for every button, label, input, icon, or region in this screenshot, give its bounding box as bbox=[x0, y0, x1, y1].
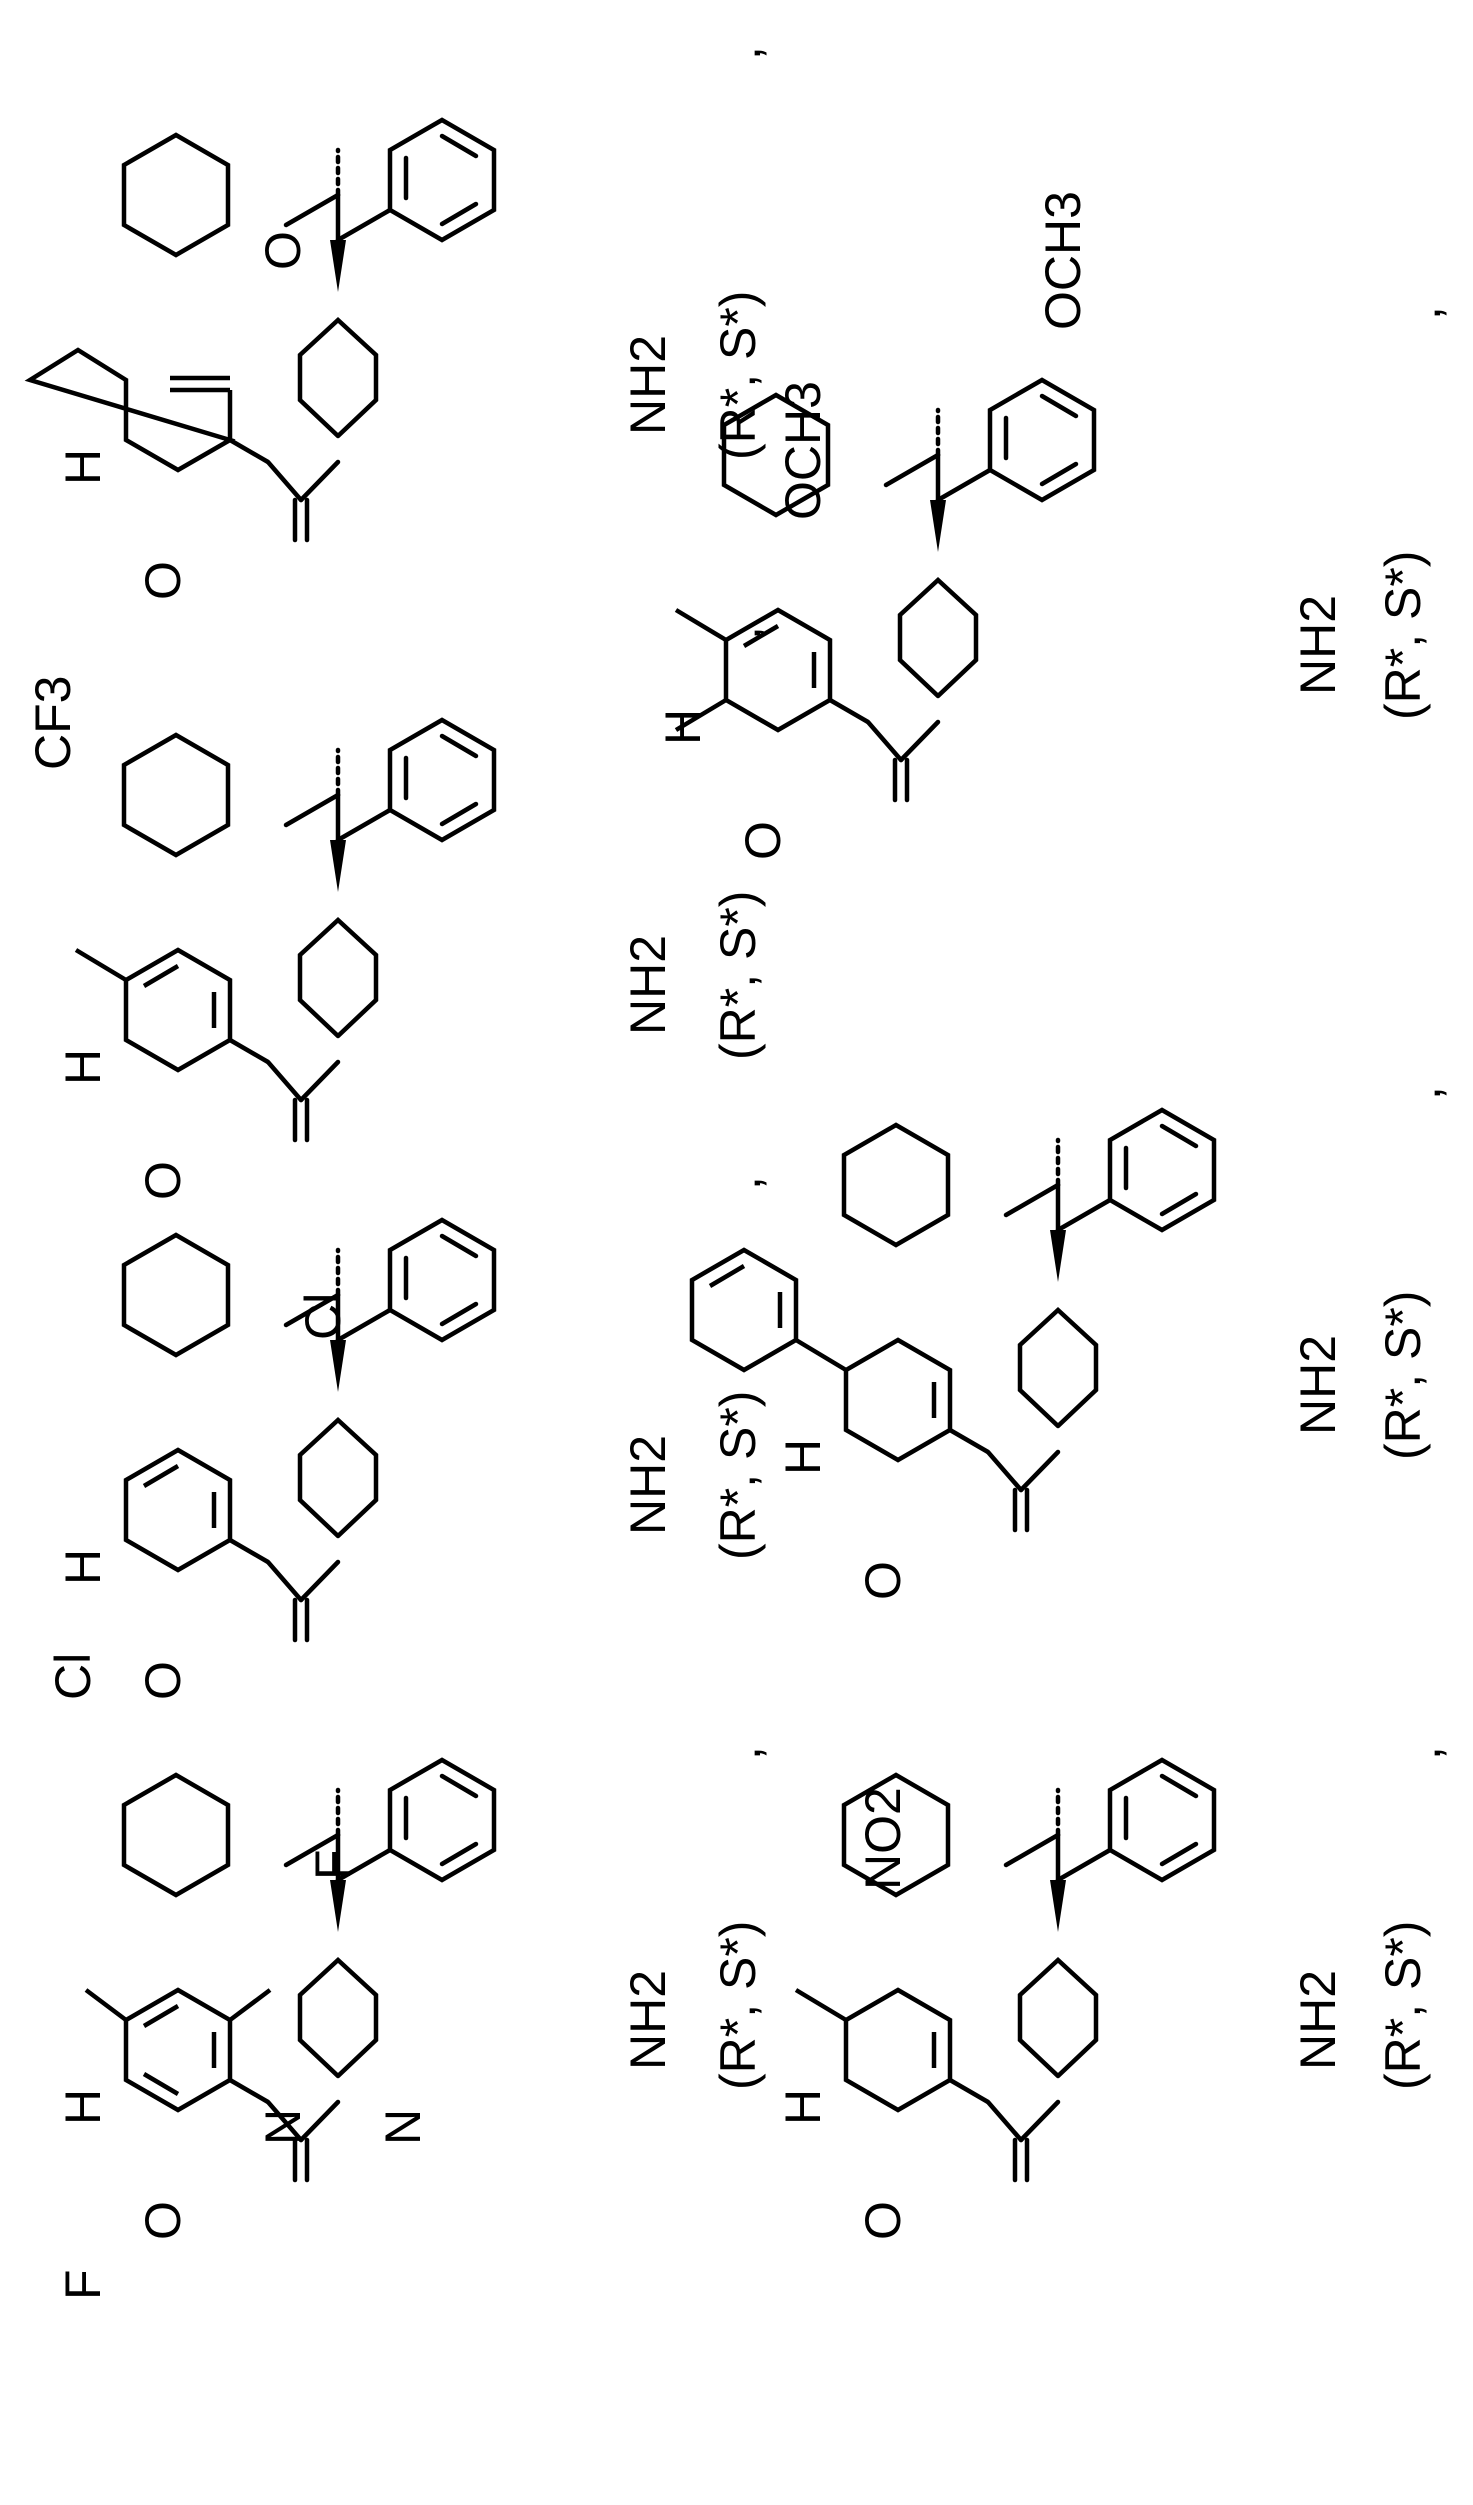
s2-sub2: Cl bbox=[295, 1293, 351, 1340]
atom-o-1: O bbox=[135, 2201, 191, 2240]
atom-h-7: H bbox=[655, 709, 711, 745]
s7-label: (R*, S*) bbox=[1375, 551, 1431, 720]
separator-3: , bbox=[715, 626, 771, 640]
separator-6: , bbox=[1395, 1086, 1451, 1100]
separator-1: , bbox=[715, 1746, 771, 1760]
s1-label: (R*, S*) bbox=[710, 1921, 766, 2090]
atom-h-2: H bbox=[55, 1549, 111, 1585]
s5-sub1: NO2 bbox=[855, 1787, 911, 1890]
atom-n-1: N bbox=[255, 2109, 311, 2145]
separator-4: , bbox=[715, 46, 771, 60]
s1-sub1: F bbox=[55, 2269, 111, 2300]
s4-label: (R*, S*) bbox=[710, 291, 766, 460]
atom-o-7: O bbox=[735, 821, 791, 860]
structure-2 bbox=[124, 1220, 494, 1640]
s3-amine: NH2 bbox=[620, 935, 676, 1035]
atom-h-4: H bbox=[55, 449, 111, 485]
s3-label: (R*, S*) bbox=[710, 891, 766, 1060]
s2-amine: NH2 bbox=[620, 1435, 676, 1535]
s7-amine: NH2 bbox=[1290, 595, 1346, 695]
atom-h-6: H bbox=[775, 1439, 831, 1475]
s3-sub1: CF3 bbox=[25, 676, 81, 770]
separator-7: , bbox=[1395, 306, 1451, 320]
s7-sub1: OCH3 bbox=[775, 381, 831, 520]
atom-h-5: H bbox=[775, 2089, 831, 2125]
s6-amine: NH2 bbox=[1290, 1335, 1346, 1435]
separator-5: , bbox=[1395, 1746, 1451, 1760]
atom-o-3: O bbox=[135, 1161, 191, 1200]
s5-label: (R*, S*) bbox=[1375, 1921, 1431, 2090]
atom-o-5: O bbox=[855, 2201, 911, 2240]
s1-sub2: F bbox=[305, 1849, 361, 1880]
atom-h-3: H bbox=[55, 1049, 111, 1085]
s4-carbonyl: O bbox=[255, 231, 311, 270]
structure-6 bbox=[692, 1110, 1214, 1530]
s4-amine: NH2 bbox=[620, 335, 676, 435]
atom-o-6: O bbox=[855, 1561, 911, 1600]
s5-amine: NH2 bbox=[1290, 1970, 1346, 2070]
atom-o-2: O bbox=[135, 1661, 191, 1700]
separator-2: , bbox=[715, 1176, 771, 1190]
s6-label: (R*, S*) bbox=[1375, 1291, 1431, 1460]
structure-3 bbox=[76, 720, 494, 1140]
atom-o-4: O bbox=[135, 561, 191, 600]
atom-n-2: N bbox=[375, 2109, 431, 2145]
s1-amine: NH2 bbox=[620, 1970, 676, 2070]
s7-sub2: OCH3 bbox=[1035, 191, 1091, 330]
s2-label: (R*, S*) bbox=[710, 1391, 766, 1560]
atom-h-1: H bbox=[55, 2089, 111, 2125]
s2-sub1: Cl bbox=[45, 1653, 101, 1700]
